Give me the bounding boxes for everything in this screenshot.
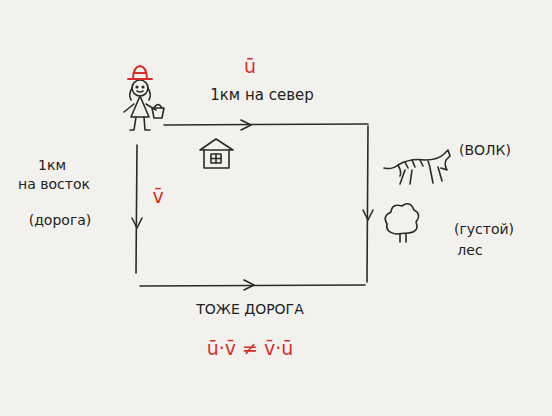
map-label: 1км на север — [210, 87, 314, 104]
east-road — [136, 145, 137, 273]
vector-label: ū·v̄ ≠ v̄·ū — [207, 338, 294, 360]
map-label: 1км — [38, 157, 66, 173]
map-label: (густой) — [454, 221, 514, 237]
map-label: лес — [457, 242, 482, 258]
arrowhead — [241, 120, 251, 130]
red-hat — [128, 66, 152, 79]
tree-icon — [385, 204, 418, 242]
arrowhead — [363, 210, 373, 220]
forest-path — [367, 126, 368, 282]
vector-label: ū — [244, 56, 256, 78]
vector-label: v̄ — [152, 186, 163, 208]
arrowhead — [132, 218, 142, 228]
map-label: ТОЖЕ ДОРОГА — [196, 301, 303, 317]
map-label: на восток — [18, 176, 90, 192]
north-path — [164, 124, 368, 125]
arrowhead — [244, 280, 254, 290]
wolf-icon — [384, 150, 450, 184]
girl-figure — [124, 80, 164, 130]
house-icon — [200, 139, 233, 168]
map-label: (дорога) — [29, 212, 92, 228]
map-label: (ВОЛК) — [459, 142, 511, 158]
